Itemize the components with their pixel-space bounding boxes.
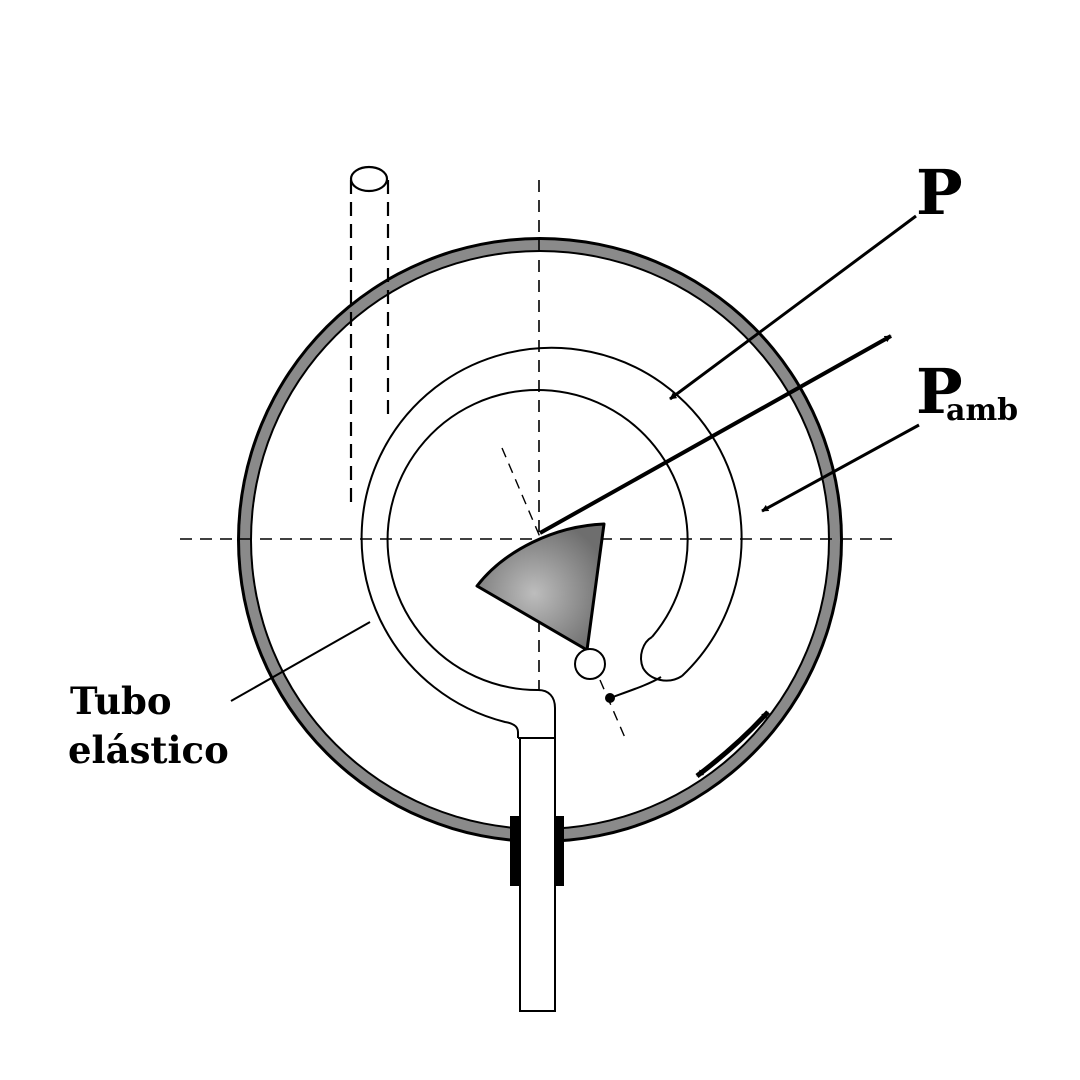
tube-label-leader	[230, 621, 371, 702]
pointer-needle	[539, 334, 892, 535]
inlet-stem	[510, 737, 564, 1012]
sector-pivot	[574, 648, 606, 680]
reference-pipe	[349, 165, 390, 505]
label-ambient-pressure: P	[916, 355, 963, 428]
ambient-pressure-arrow	[761, 423, 920, 513]
label-tube-line1: Tubo	[70, 679, 172, 723]
rotation-double-arrow	[695, 710, 770, 778]
label-ambient-main: P	[916, 355, 963, 428]
label-ambient-subscript: amb	[946, 393, 1018, 428]
label-tube-line2: elástico	[68, 728, 229, 772]
linkage	[605, 676, 662, 703]
bourdon-tube	[360, 346, 743, 738]
gear-sector	[475, 522, 606, 652]
label-pressure: P	[916, 156, 963, 229]
pressure-arrow	[669, 214, 917, 401]
